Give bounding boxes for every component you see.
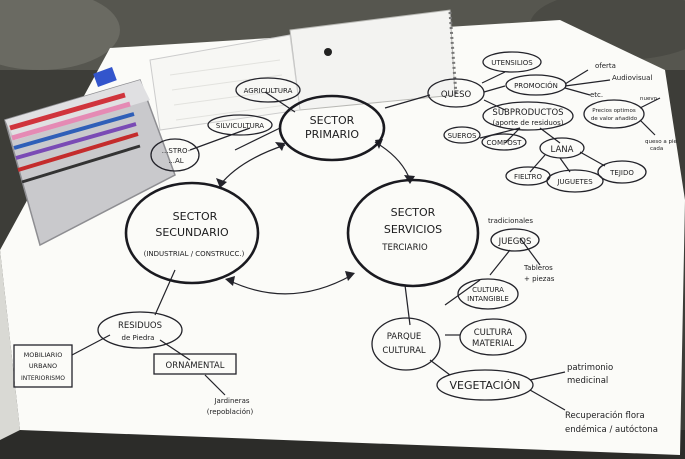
secundario-title: SECTOR: [173, 210, 218, 223]
parque-cultural-line1: PARQUE: [387, 332, 422, 342]
terciario-note: TERCIARIO: [381, 243, 428, 253]
utensilios-label: UTENSILIOS: [491, 59, 533, 67]
stone-texture-blob: [0, 0, 120, 70]
juegos-label: JUEGOS: [498, 237, 532, 247]
compost-bubble: [481, 133, 527, 151]
piezas-label: + piezas: [524, 275, 555, 283]
cultura-material-line2: MATERIAL: [472, 339, 514, 349]
subproductos-bubble: [482, 101, 574, 131]
valor-note-line: Precios optimos: [592, 108, 636, 114]
residuos-label: RESIDUOS: [118, 321, 162, 331]
note-right-bottom: cada: [650, 146, 663, 152]
sector-secundario-bubble: [124, 181, 260, 285]
audiovisual-label: Audiovisual: [612, 74, 652, 82]
juguetes-bubble: [546, 169, 604, 193]
cultura-intangible-bubble: [457, 278, 519, 310]
subproductos-label: SUBPRODUCTOS: [492, 108, 563, 118]
lana-label: LANA: [551, 145, 574, 155]
mobiliario-line1: MOBILIARIO: [24, 351, 63, 359]
patrimonio-line2: medicinal: [567, 376, 608, 386]
ornamental-label: ORNAMENTAL: [166, 361, 225, 371]
cultura-material-line1: CULTURA: [474, 328, 513, 338]
cultura-intangible-line2: INTANGIBLE: [467, 295, 509, 303]
de-piedra-label: de Piedra: [122, 334, 155, 342]
queso-bubble: [427, 78, 485, 108]
mobiliario-line3: INTERIORISMO: [21, 375, 65, 382]
jardineras-line1: Jardineras: [213, 397, 249, 405]
page-line: [169, 59, 281, 76]
primario-title: SECTOR: [310, 114, 355, 127]
secundario-note: (INDUSTRIAL / CONSTRUCC.): [144, 250, 245, 258]
notebook-spiral: [448, 11, 458, 96]
left-partial-bubble: [150, 138, 200, 172]
left-partial-label: ...STRO-: [162, 147, 191, 155]
tableros-label: Tableros: [523, 264, 553, 272]
mobiliario-line2: URBANO: [29, 362, 57, 370]
pencil-pink-icon: [11, 101, 131, 141]
sueros-label: SUEROS: [448, 132, 477, 140]
jardineras-line2: (repoblación): [207, 408, 254, 416]
vegetacion-bubble: [436, 369, 534, 401]
pencil-blue-icon: [13, 112, 135, 150]
tejido-bubble: [597, 160, 647, 184]
notebook-hole-icon: [324, 48, 332, 56]
vegetacion-label: VEGETACIÓN: [450, 379, 521, 392]
pencil-black-icon: [21, 144, 141, 184]
tejido-label: TEJIDO: [609, 169, 634, 177]
silvicultura-label: SILVICULTURA: [216, 122, 264, 130]
mobiliario-box: [13, 344, 73, 388]
pencil-blue-handle: [93, 67, 117, 87]
parque-cultural-line2: CULTURAL: [382, 346, 426, 356]
promocion-bubble: [505, 74, 567, 96]
parque-cultural-bubble: [371, 317, 441, 371]
pencil-red-icon: [9, 92, 126, 131]
cultura-material-bubble: [459, 318, 527, 356]
etc-label: etc.: [590, 91, 603, 99]
ornamental-box: [153, 353, 237, 375]
sector-primario-bubble: [278, 94, 386, 162]
queso-label: QUESO: [441, 90, 472, 100]
oferta-label: oferta: [595, 62, 616, 70]
note-right-bottom: queso a pie: [645, 139, 677, 145]
tradicionales-label: tradicionales: [488, 217, 533, 225]
recuperacion-line1: Recuperación flora: [565, 410, 645, 421]
left-partial-label: ...AL: [168, 157, 183, 165]
terciario-subtitle: SERVICIOS: [384, 223, 442, 236]
juguetes-label: JUGUETES: [556, 178, 593, 186]
note-right-top: nuevo: [640, 96, 658, 102]
recuperacion-line2: endémica / autóctona: [565, 424, 658, 435]
fieltro-label: FIELTRO: [514, 173, 543, 181]
compost-label: COMPOST: [487, 139, 523, 147]
valor-note-line: de valor añadido: [591, 116, 638, 122]
sector-terciario-bubble: [346, 178, 480, 288]
paper-sheet-shadow: [0, 250, 20, 440]
page-line: [175, 104, 287, 121]
juegos-bubble: [490, 228, 540, 252]
lana-bubble: [539, 137, 585, 159]
terciario-title: SECTOR: [391, 206, 436, 219]
secundario-subtitle: SECUNDARIO: [155, 226, 229, 239]
pencil-purple-icon: [15, 122, 137, 160]
agricultura-label: AGRICULTURA: [244, 87, 293, 95]
primario-subtitle: PRIMARIO: [305, 128, 359, 141]
valor-note-bubble: [583, 99, 645, 129]
aporte-residuos-label: (aporte de residuos): [492, 119, 563, 127]
silvicultura-bubble: [207, 114, 273, 136]
pencil-red-icon: [17, 132, 139, 172]
promocion-label: PROMOCIÓN: [514, 81, 558, 90]
residuos-bubble: [97, 311, 183, 349]
sueros-bubble: [443, 126, 481, 144]
utensilios-bubble: [482, 51, 542, 73]
cultura-intangible-line1: CULTURA: [472, 286, 504, 294]
agricultura-bubble: [235, 77, 301, 103]
patrimonio-line1: patrimonio: [567, 363, 613, 373]
